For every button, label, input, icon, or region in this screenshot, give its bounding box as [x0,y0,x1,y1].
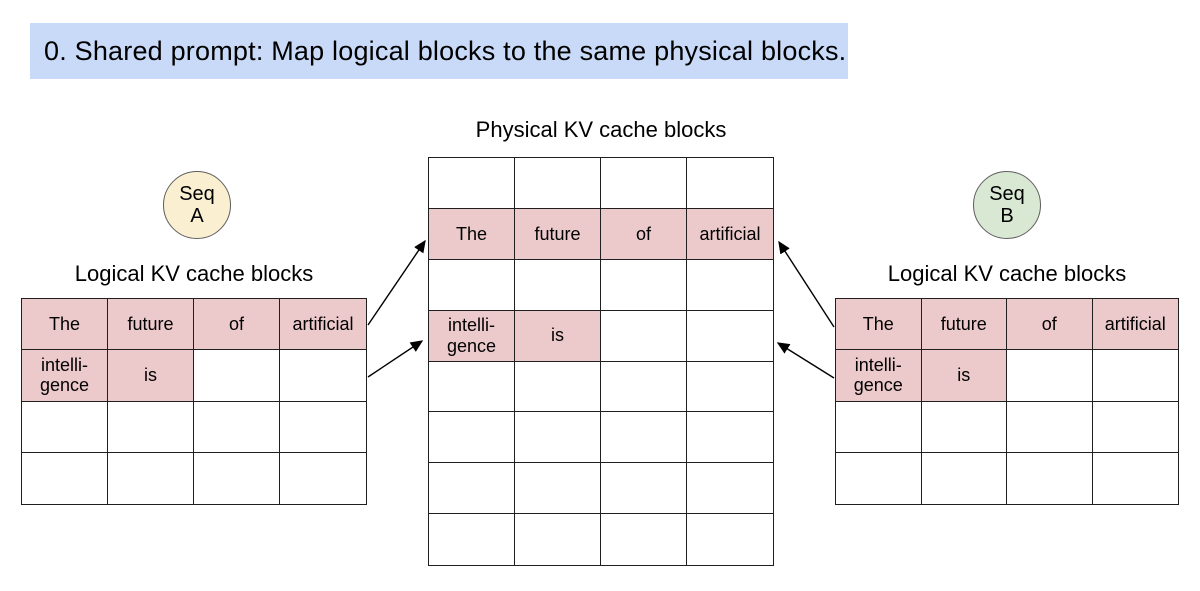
kv-cell-empty [1092,402,1178,453]
kv-cell-filled: artificial [280,299,366,351]
kv-cell-empty [601,514,687,565]
kv-cell-empty [429,361,515,413]
kv-cell-empty [601,259,687,311]
kv-cell-empty [687,158,773,209]
kv-cell-filled: is [515,310,601,362]
kv-cell-empty [194,350,280,402]
kv-cell-empty [280,453,366,504]
seq-a-badge-line1: Seq [179,182,215,205]
seq-b-badge: Seq B [973,171,1041,239]
kv-cell-empty [687,514,773,565]
kv-cell-empty [429,259,515,311]
kv-cell-filled: intelli- gence [429,310,515,362]
arrow-seq-a-block0-to-physical-block1 [367,239,426,326]
kv-cell-empty [515,158,601,209]
kv-cell-empty [515,514,601,565]
kv-cell-empty [429,463,515,515]
kv-cell-empty [601,412,687,464]
title-banner: 0. Shared prompt: Map logical blocks to … [30,23,848,79]
seq-b-badge-line1: Seq [989,182,1025,205]
seq-a-badge-line2: A [190,205,204,227]
kv-cell-empty [22,452,108,504]
kv-cell-empty [429,514,515,565]
kv-cell-empty [687,362,773,413]
kv-cell-empty [280,350,366,402]
arrow-seq-b-block1-to-physical-block3 [776,342,835,379]
kv-cell-empty [429,158,515,209]
kv-cell-empty [1007,401,1093,453]
kv-cell-filled: of [194,299,280,351]
kv-cell-empty [601,310,687,362]
kv-cell-empty [601,361,687,413]
kv-cell-empty [429,412,515,464]
kv-cell-empty [836,452,922,504]
kv-cell-empty [1093,453,1179,504]
kv-cell-empty [601,463,687,515]
kv-cell-filled: of [601,208,687,260]
seq-a-badge: Seq A [163,171,231,239]
kv-cell-empty [194,452,280,504]
kv-cell-empty [1007,350,1093,402]
arrow-seq-b-block0-to-physical-block1 [778,240,835,328]
kv-cell-filled: future [515,208,601,260]
kv-cell-filled: is [108,350,194,402]
kv-cell-filled: artificial [1092,299,1178,351]
kv-cell-filled: The [22,299,108,351]
arrow-seq-a-block1-to-physical-block3 [367,340,424,378]
kv-cell-empty [687,311,773,362]
kv-cell-filled: future [921,299,1007,351]
kv-cell-empty [687,412,773,464]
kv-cell-filled: is [921,350,1007,402]
kv-cell-empty [22,401,108,453]
kv-cell-filled: artificial [687,208,773,260]
title-banner-text: 0. Shared prompt: Map logical blocks to … [44,35,847,66]
kv-cell-empty [601,158,687,209]
kv-cell-empty [515,412,601,464]
kv-cell-empty [108,401,194,453]
kv-cell-empty [280,402,366,453]
kv-cell-filled: intelli- gence [836,350,922,402]
kv-cell-empty [1092,350,1178,402]
kv-cell-filled: The [429,208,515,260]
kv-cell-empty [836,401,922,453]
kv-cell-empty [515,361,601,413]
kv-cell-empty [921,401,1007,453]
physical-table-title: Physical KV cache blocks [475,117,727,142]
kv-cell-empty [1007,452,1093,504]
seq-b-badge-line2: B [1000,205,1014,227]
kv-cell-empty [687,260,773,311]
seq-a-logical-table-title: Logical KV cache blocks [74,261,314,286]
kv-cell-empty [194,401,280,453]
kv-cell-empty [922,452,1007,504]
kv-cell-filled: future [108,299,194,351]
kv-cell-empty [515,463,601,515]
kv-cell-empty [687,463,773,515]
kv-cell-filled: The [836,299,922,351]
kv-cell-filled: intelli- gence [22,350,108,402]
seq-b-logical-table-title: Logical KV cache blocks [887,261,1127,286]
kv-cell-empty [108,452,194,504]
kv-cell-filled: of [1007,299,1093,351]
kv-cell-empty [515,259,601,311]
